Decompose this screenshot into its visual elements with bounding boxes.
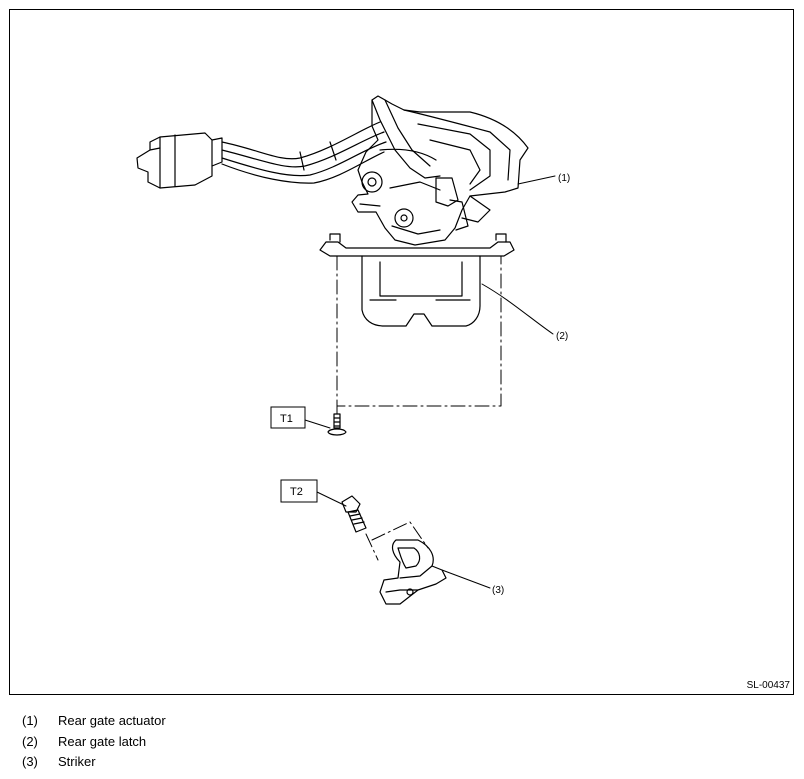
striker-bolt [341,495,367,533]
harness-connector [136,132,223,189]
rear-gate-actuator [351,95,529,246]
callout-1: (1) [558,173,570,184]
wire-harness [221,121,387,184]
latch-guide-lines [336,255,502,415]
parts-legend: (1) Rear gate actuator (2) Rear gate lat… [22,713,166,775]
latch-bolt [327,413,347,436]
legend-label: Striker [58,754,96,769]
legend-item: (2) Rear gate latch [22,734,166,755]
torque-label-t2: T2 [280,479,318,503]
svg-text:T1: T1 [280,413,293,425]
svg-text:T2: T2 [290,486,303,498]
striker [379,539,447,605]
legend-label: Rear gate latch [58,733,147,749]
legend-number: (2) [22,733,38,749]
striker-guide-lines [365,521,429,561]
figure-frame [9,9,794,695]
figure-id: SL-00437 [746,680,790,691]
legend-number: (1) [22,713,38,728]
rear-gate-latch [319,233,515,327]
callout-2: (2) [556,331,568,342]
torque-label-t1: T1 [270,406,306,429]
callout-3: (3) [492,585,504,596]
legend-label: Rear gate actuator [58,713,166,728]
legend-item: (1) Rear gate actuator [22,713,166,734]
legend-item: (3) Striker [22,754,166,775]
legend-number: (3) [22,754,38,769]
leader-lines [304,175,556,589]
